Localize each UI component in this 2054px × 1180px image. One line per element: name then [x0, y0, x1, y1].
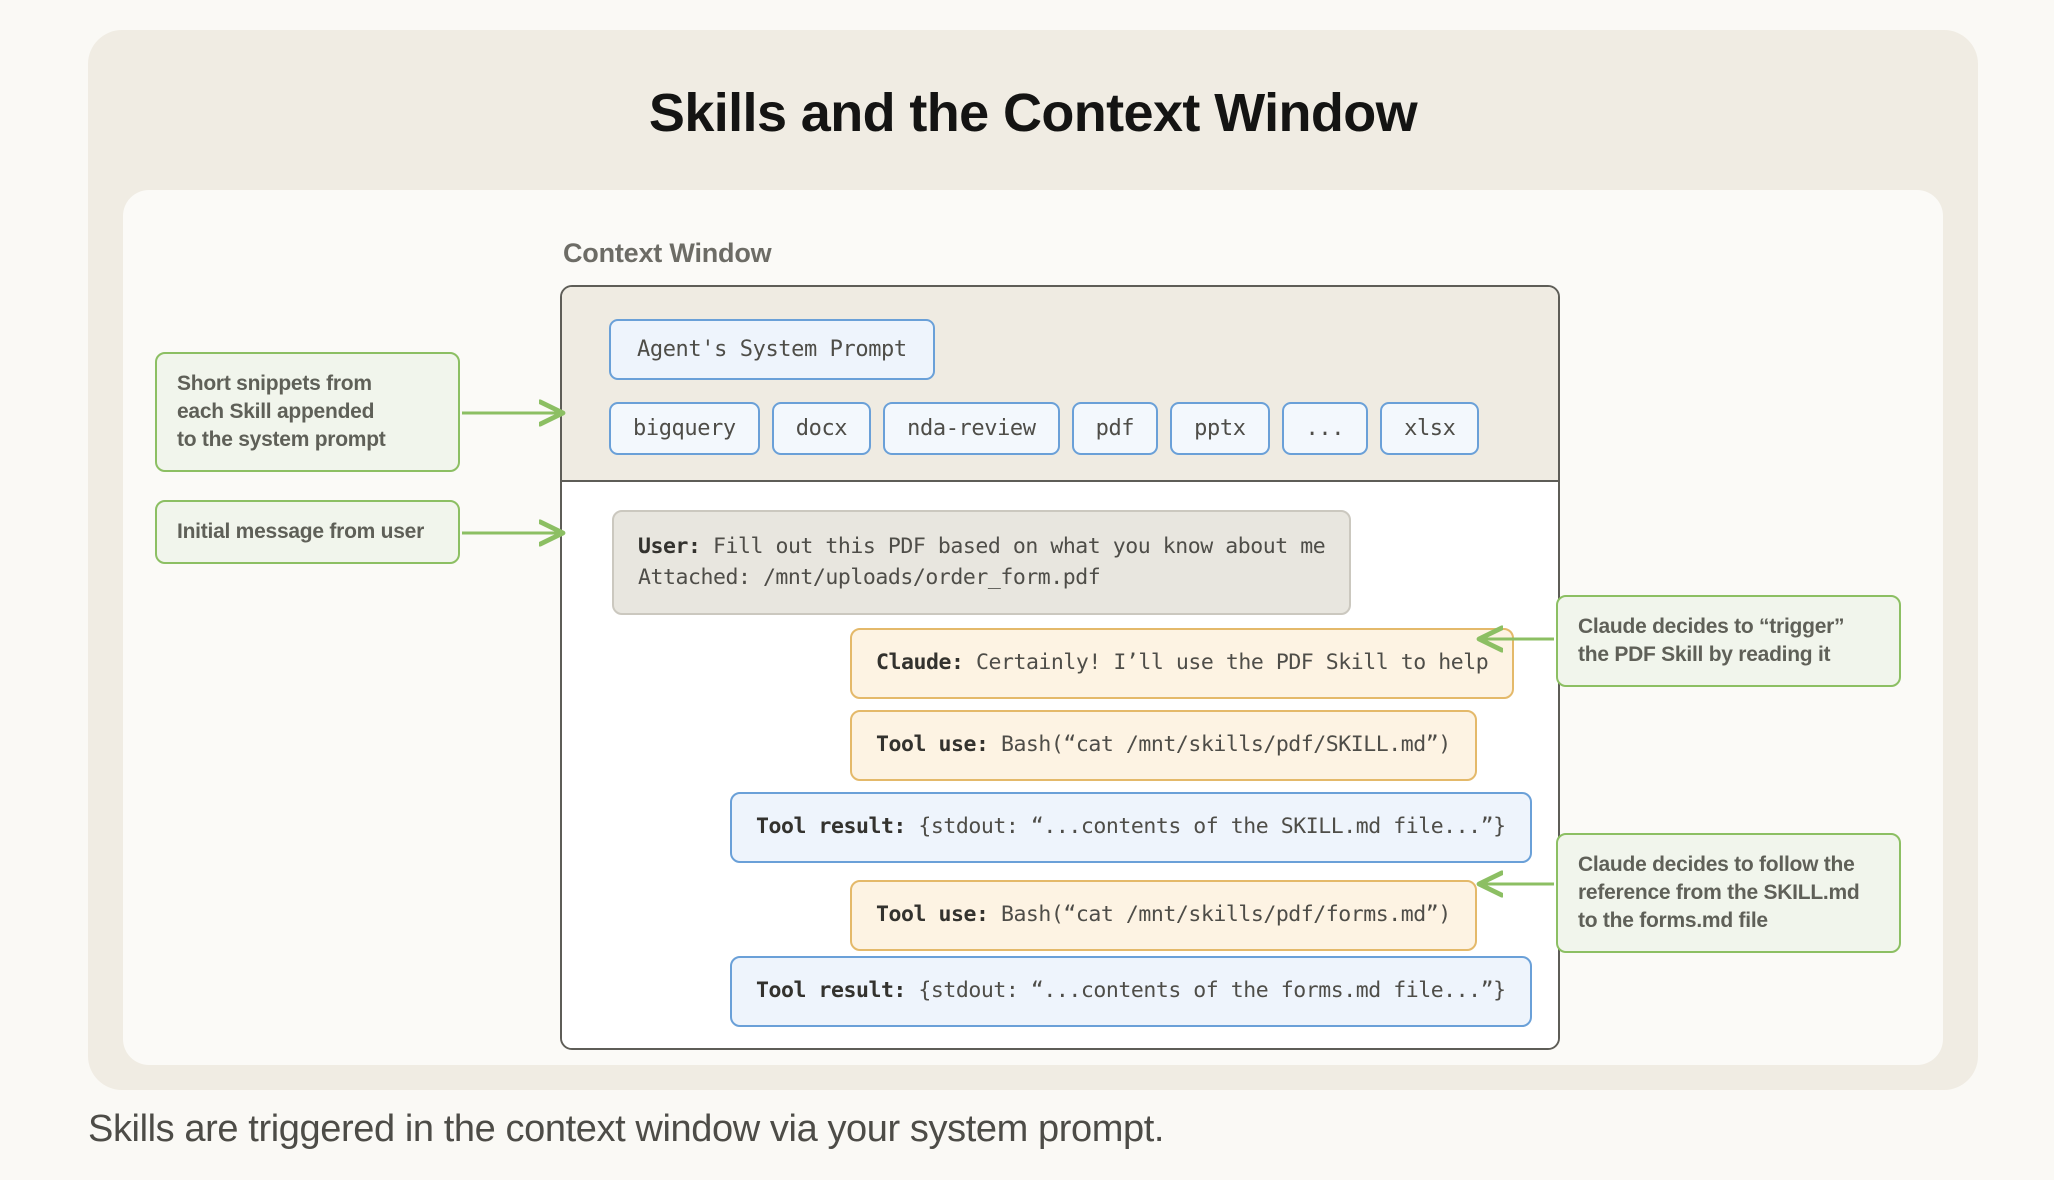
agent-system-prompt-box: Agent's System Prompt [609, 319, 935, 380]
skill-chip-pptx[interactable]: pptx [1170, 402, 1270, 455]
message-role-tool-result-2: Tool result: [756, 978, 906, 1003]
conversation-section: User: Fill out this PDF based on what yo… [562, 482, 1558, 1048]
diagram-card: Skills and the Context Window Context Wi… [88, 30, 1978, 1090]
page-title: Skills and the Context Window [648, 83, 1418, 143]
annotation-initial-message: Initial message from user [155, 500, 460, 565]
skill-chip-nda-review[interactable]: nda-review [883, 402, 1060, 455]
message-text-tool-use-2: Bash(“cat /mnt/skills/pdf/forms.md”) [988, 902, 1451, 927]
skill-chips-row: bigquery docx nda-review pdf pptx ... xl… [609, 402, 1480, 455]
message-claude: Claude: Certainly! I’ll use the PDF Skil… [850, 628, 1515, 699]
message-text-claude: Certainly! I’ll use the PDF Skill to hel… [963, 650, 1489, 675]
message-role-claude: Claude: [876, 650, 964, 675]
annotation-short-snippets: Short snippets from each Skill appended … [155, 352, 460, 473]
skill-chip-pdf[interactable]: pdf [1071, 402, 1159, 455]
message-role-tool-use-2: Tool use: [876, 902, 989, 927]
system-prompt-section: Agent's System Prompt bigquery docx nda-… [562, 287, 1558, 482]
message-user: User: Fill out this PDF based on what yo… [612, 510, 1352, 616]
skill-chip-docx[interactable]: docx [771, 402, 872, 455]
skill-chip-more[interactable]: ... [1281, 402, 1369, 455]
message-role-user: User: [638, 534, 701, 559]
message-text-tool-use-1: Bash(“cat /mnt/skills/pdf/SKILL.md”) [988, 732, 1451, 757]
skill-chip-bigquery[interactable]: bigquery [609, 402, 760, 455]
message-tool-result-forms-md: Tool result: {stdout: “...contents of th… [730, 956, 1532, 1027]
message-text-user: Fill out this PDF based on what you know… [638, 534, 1326, 590]
message-role-tool-result-1: Tool result: [756, 814, 906, 839]
annotation-follow-reference: Claude decides to follow the reference f… [1556, 833, 1901, 954]
message-tool-use-skill-md: Tool use: Bash(“cat /mnt/skills/pdf/SKIL… [850, 710, 1477, 781]
message-tool-result-skill-md: Tool result: {stdout: “...contents of th… [730, 792, 1532, 863]
caption: Skills are triggered in the context wind… [88, 1108, 1165, 1150]
annotation-trigger-pdf-skill: Claude decides to “trigger” the PDF Skil… [1556, 595, 1901, 688]
skill-chip-xlsx[interactable]: xlsx [1380, 402, 1480, 455]
context-window-label: Context Window [563, 238, 772, 268]
message-role-tool-use-1: Tool use: [876, 732, 989, 757]
context-window-frame: Agent's System Prompt bigquery docx nda-… [560, 285, 1560, 1050]
message-text-tool-result-2: {stdout: “...contents of the forms.md fi… [905, 978, 1506, 1003]
message-tool-use-forms-md: Tool use: Bash(“cat /mnt/skills/pdf/form… [850, 880, 1477, 951]
message-text-tool-result-1: {stdout: “...contents of the SKILL.md fi… [905, 814, 1506, 839]
